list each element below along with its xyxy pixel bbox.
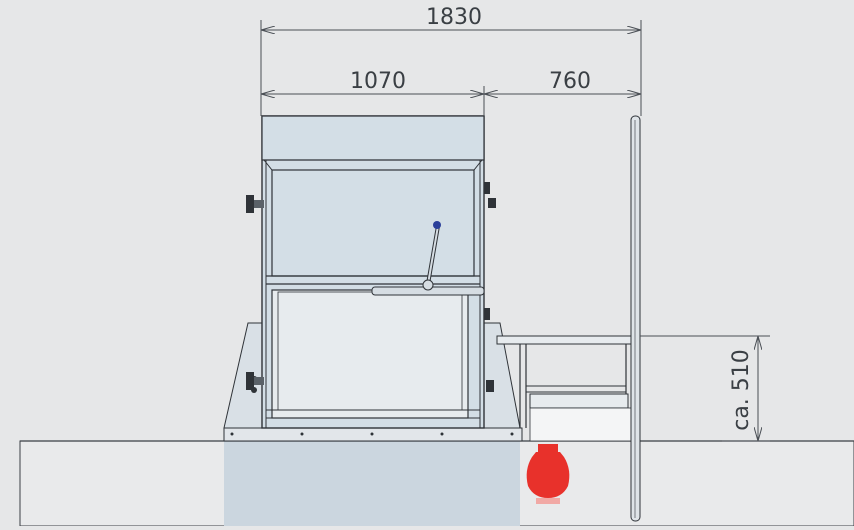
guide-rail [630,115,641,522]
hinge-icon [246,195,254,213]
red-container [526,444,570,504]
lever [371,221,485,296]
dim-left-label: 1070 [350,69,406,94]
latch-icon [484,182,490,194]
main-cabinet [261,115,485,429]
base-frame [223,427,523,442]
ground [19,440,854,527]
dim-overall-label: 1830 [426,5,482,30]
dim-height-label: ca. 510 [729,349,754,431]
lever-knob-icon [433,221,441,229]
hinge-icon [246,372,254,390]
pit [224,441,520,526]
dim-right-label: 760 [549,69,591,94]
dimension-lines [260,20,770,442]
hinges [246,182,496,392]
latch-icon [484,308,490,320]
